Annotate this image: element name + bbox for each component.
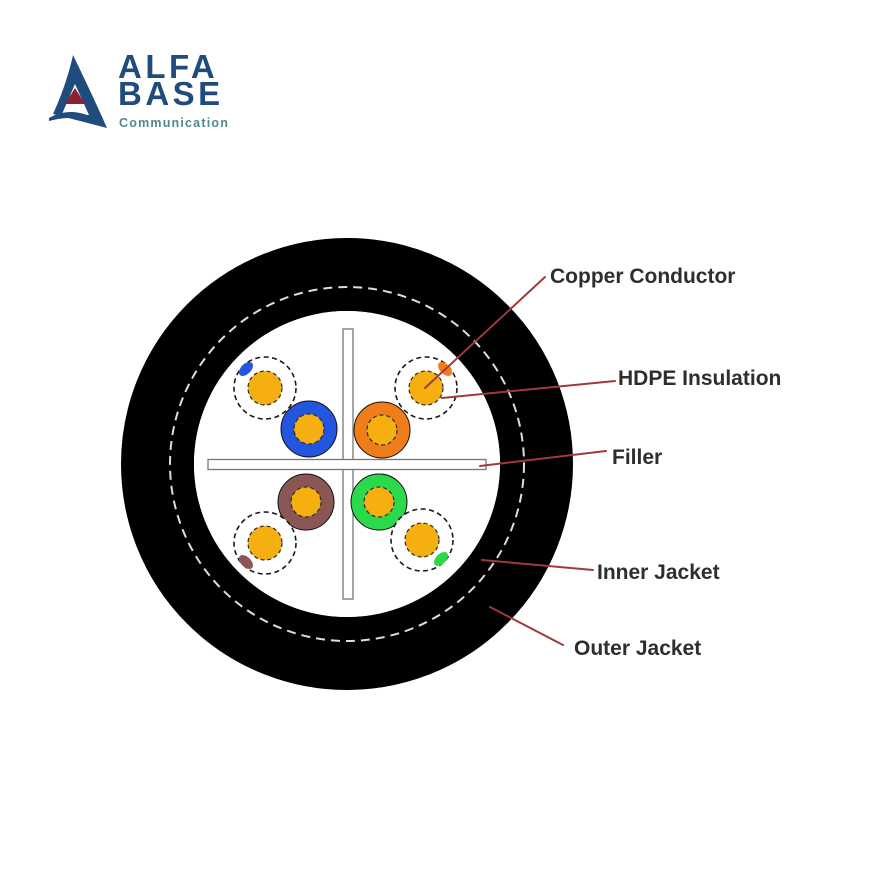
wire-white-blue xyxy=(233,356,297,420)
label-filler: Filler xyxy=(612,446,662,469)
logo-red-triangle xyxy=(65,88,85,104)
outer-jacket-ring xyxy=(121,238,573,690)
label-hdpe-insulation: HDPE Insulation xyxy=(618,367,781,390)
copper-conductor-core xyxy=(363,486,395,518)
filler-leader xyxy=(479,450,607,467)
label-copper-conductor: Copper Conductor xyxy=(550,265,735,288)
copper-conductor-core xyxy=(366,414,398,446)
inner-jacket-dashed-line xyxy=(169,286,525,642)
blue-stripe-mark xyxy=(239,362,253,376)
copper-conductor-core xyxy=(404,522,440,558)
copper-conductor-leader xyxy=(424,276,546,389)
callout-labels: Copper Conductor HDPE Insulation Filler … xyxy=(550,265,781,660)
wire-white-brown xyxy=(233,511,297,575)
copper-conductor-core xyxy=(290,486,322,518)
wire-solid-orange xyxy=(353,401,411,459)
outer-jacket-leader xyxy=(489,606,564,646)
wire-solid-green xyxy=(350,473,408,531)
copper-conductor-core xyxy=(293,413,325,445)
green-stripe-mark xyxy=(434,552,448,566)
label-outer-jacket: Outer Jacket xyxy=(574,637,701,660)
label-inner-jacket: Inner Jacket xyxy=(597,561,720,584)
alfabase-logo: ALFA BASE Communication xyxy=(49,50,229,130)
logo-subtitle: Communication xyxy=(119,116,229,130)
wire-solid-brown xyxy=(277,473,335,531)
copper-conductor-core xyxy=(247,525,283,561)
logo-word-alfa: ALFA xyxy=(118,50,218,85)
logo-word-base: BASE xyxy=(118,75,224,112)
leader-lines xyxy=(424,276,616,646)
alfabase-logo-mark xyxy=(49,55,107,128)
copper-conductor-core xyxy=(247,370,283,406)
brown-stripe-mark xyxy=(239,555,253,569)
filler-horizontal-bar xyxy=(207,458,487,471)
wire-white-green xyxy=(390,508,454,572)
logo-a-swoosh xyxy=(49,112,107,128)
wire-solid-blue xyxy=(280,400,338,458)
inner-jacket-leader xyxy=(481,559,594,571)
hdpe-insulation-leader xyxy=(441,380,616,399)
